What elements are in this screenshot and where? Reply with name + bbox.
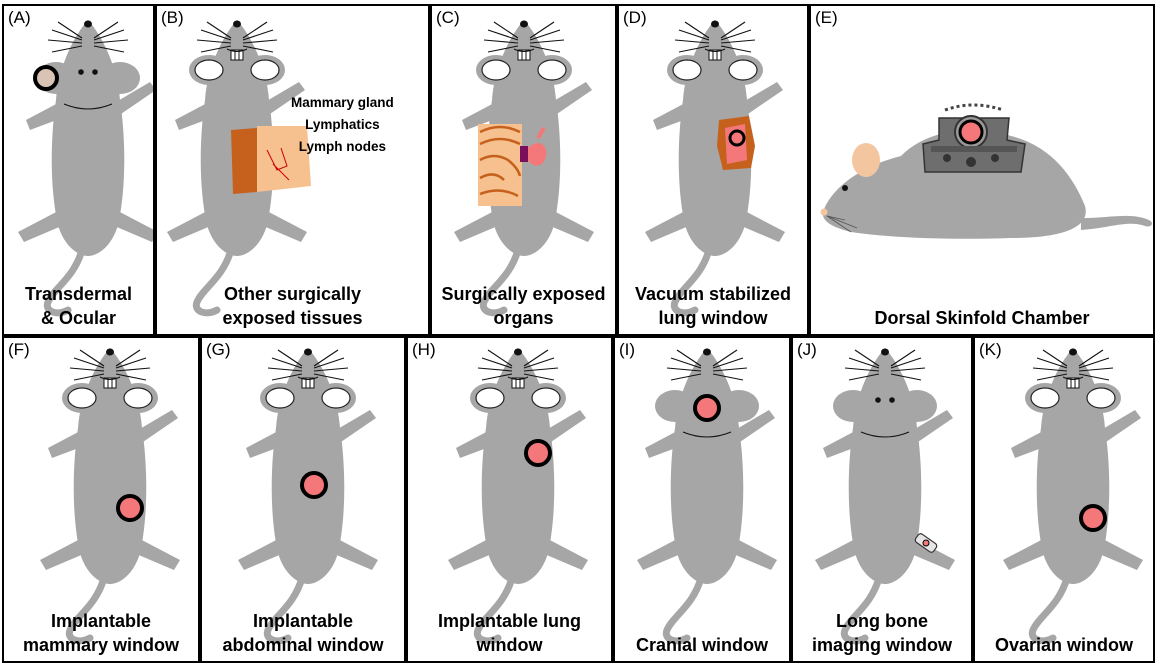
panel-label: (J) <box>797 340 817 360</box>
panel-e: (E) Dorsal Skinfold Chamber <box>809 4 1155 336</box>
panel-label: (B) <box>161 8 184 28</box>
ear <box>852 143 880 177</box>
chamber-screws <box>945 105 1003 110</box>
panel-caption: Transdermal& Ocular <box>4 282 153 330</box>
panel-a: (A) Transdermal& Ocular <box>2 4 155 336</box>
tail <box>1081 216 1152 230</box>
panel-label: (C) <box>436 8 460 28</box>
mammary-window <box>118 496 142 520</box>
lung-window <box>526 441 550 465</box>
eye <box>842 185 848 191</box>
panel-label: (F) <box>8 340 30 360</box>
nose <box>821 209 828 216</box>
exposed-vessel <box>520 146 528 162</box>
chamber-bar <box>931 146 1017 152</box>
panel-label: (K) <box>979 340 1002 360</box>
chamber-window <box>960 121 982 143</box>
mouse-illustration-k <box>975 338 1155 663</box>
skin-flap-dark <box>231 128 257 194</box>
vacuum-window <box>730 131 744 145</box>
panel-label: (H) <box>412 340 436 360</box>
panel-i: (I) Cranial window <box>613 336 791 663</box>
panel-label: (D) <box>623 8 647 28</box>
bone-window <box>923 540 929 546</box>
panel-caption: Ovarian window <box>975 633 1153 657</box>
cranial-window <box>695 396 719 420</box>
abdominal-window <box>302 473 326 497</box>
mouse-illustration-e <box>811 6 1155 336</box>
transdermal-window <box>35 67 57 89</box>
panel-k: (K) Ovarian window <box>973 336 1155 663</box>
panel-label: (A) <box>8 8 31 28</box>
mouse-illustration-i <box>615 338 791 663</box>
panel-label: (I) <box>619 340 635 360</box>
ovarian-window <box>1081 506 1105 530</box>
panel-label: (G) <box>206 340 231 360</box>
panel-caption: Cranial window <box>615 633 789 657</box>
panel-caption: Dorsal Skinfold Chamber <box>811 306 1153 330</box>
panel-label: (E) <box>815 8 838 28</box>
